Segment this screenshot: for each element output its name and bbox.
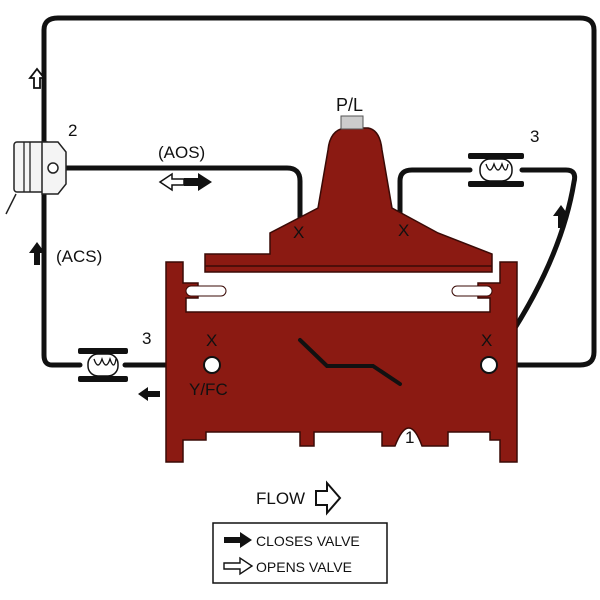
bonnet-right-line (397, 167, 473, 221)
legend-opens-label: OPENS VALVE (256, 559, 352, 575)
pilot-lever (5, 193, 17, 215)
outlet-line (487, 167, 578, 368)
bonnet-cap (340, 115, 364, 130)
x-bonnet-right: X (398, 221, 409, 240)
legend-closes-arrow-icon (224, 532, 252, 548)
flange-slot-right (451, 285, 493, 297)
pilot-port (47, 162, 59, 174)
aos-bidirectional-arrow-icon (158, 172, 212, 192)
needle-right-number: 3 (530, 127, 539, 146)
x-outlet: X (481, 331, 492, 350)
valve-body (165, 261, 518, 463)
valve-disc (298, 338, 402, 386)
aos-label: (AOS) (158, 143, 205, 162)
aos-line (62, 165, 303, 221)
needle-valve-left (78, 348, 128, 382)
outer-control-line (41, 15, 597, 368)
pilot-valve-number: 2 (68, 121, 77, 140)
legend: CLOSES VALVE OPENS VALVE (212, 522, 388, 584)
needle-left-number: 3 (142, 329, 151, 348)
flange-slot-left (185, 285, 227, 297)
outlet-port (480, 356, 498, 374)
legend-opens-arrow-icon (223, 556, 254, 576)
valve-bonnet (204, 127, 493, 273)
pilot-line-label: P/L (336, 95, 363, 115)
flow-label: FLOW (256, 489, 305, 508)
main-valve-number: 1 (405, 428, 414, 447)
close-arrow-up-icon (29, 242, 45, 265)
needle-valve-right (468, 153, 524, 187)
pilot-valve (5, 141, 67, 215)
x-bonnet-left: X (293, 223, 304, 242)
x-inlet: X (206, 331, 217, 350)
y-fc-label: Y/FC (189, 380, 228, 399)
inlet-port (203, 356, 221, 374)
acs-label: (ACS) (56, 247, 102, 266)
close-arrow-left-icon (138, 387, 160, 401)
main-valve (165, 115, 518, 463)
close-arrow-up-right-icon (553, 205, 569, 228)
legend-closes-label: CLOSES VALVE (256, 533, 360, 549)
flow-arrow-icon (315, 480, 342, 516)
open-arrow-up-icon (28, 67, 46, 89)
